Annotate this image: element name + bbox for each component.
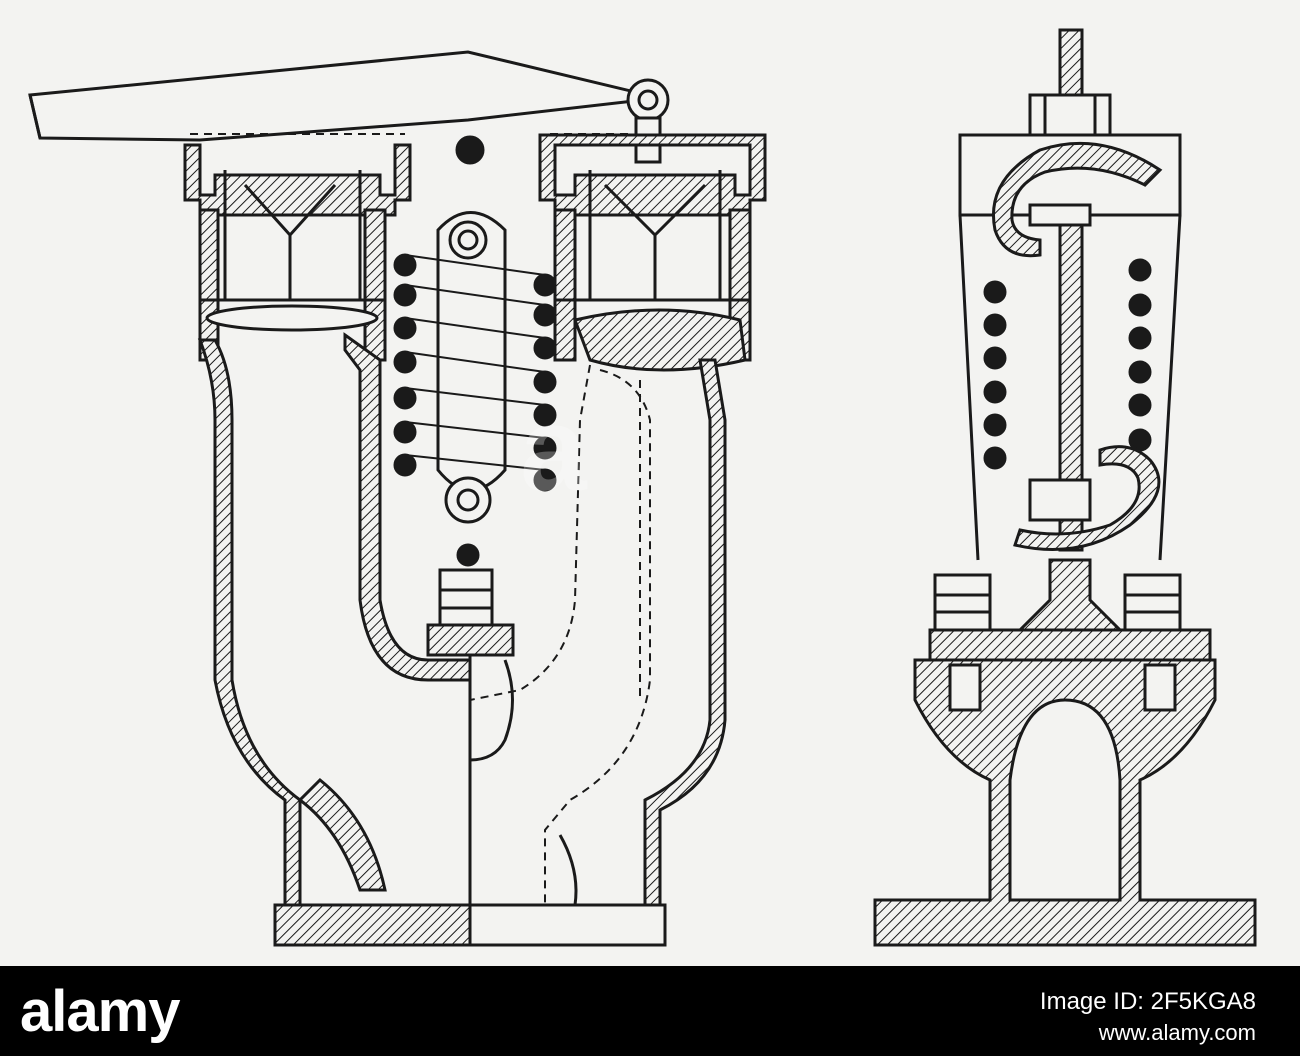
site-url-label: www.alamy.com bbox=[1098, 1020, 1256, 1045]
left-body-wall bbox=[197, 338, 302, 907]
spring-housing bbox=[958, 214, 1182, 561]
adjusting-nut bbox=[438, 568, 494, 627]
footer-band bbox=[0, 966, 1300, 1056]
flange-plate bbox=[928, 628, 1212, 662]
side-spring bbox=[983, 258, 1152, 470]
technical-drawing bbox=[0, 0, 1300, 966]
brand-logo: alamy bbox=[20, 979, 180, 1044]
fulcrum-pin bbox=[455, 135, 485, 165]
c-yoke bbox=[992, 141, 1163, 258]
left-valve-assembly bbox=[28, 50, 767, 947]
side-base bbox=[873, 658, 1257, 947]
lever-arm bbox=[28, 50, 661, 142]
left-valve-housing bbox=[183, 143, 412, 217]
pivot-eye bbox=[626, 78, 670, 122]
right-valve-assembly bbox=[873, 28, 1257, 947]
left-base-flange bbox=[273, 903, 472, 947]
image-id-label: Image ID: 2F5KGA8 bbox=[1039, 988, 1256, 1015]
right-body-wall bbox=[643, 358, 727, 907]
